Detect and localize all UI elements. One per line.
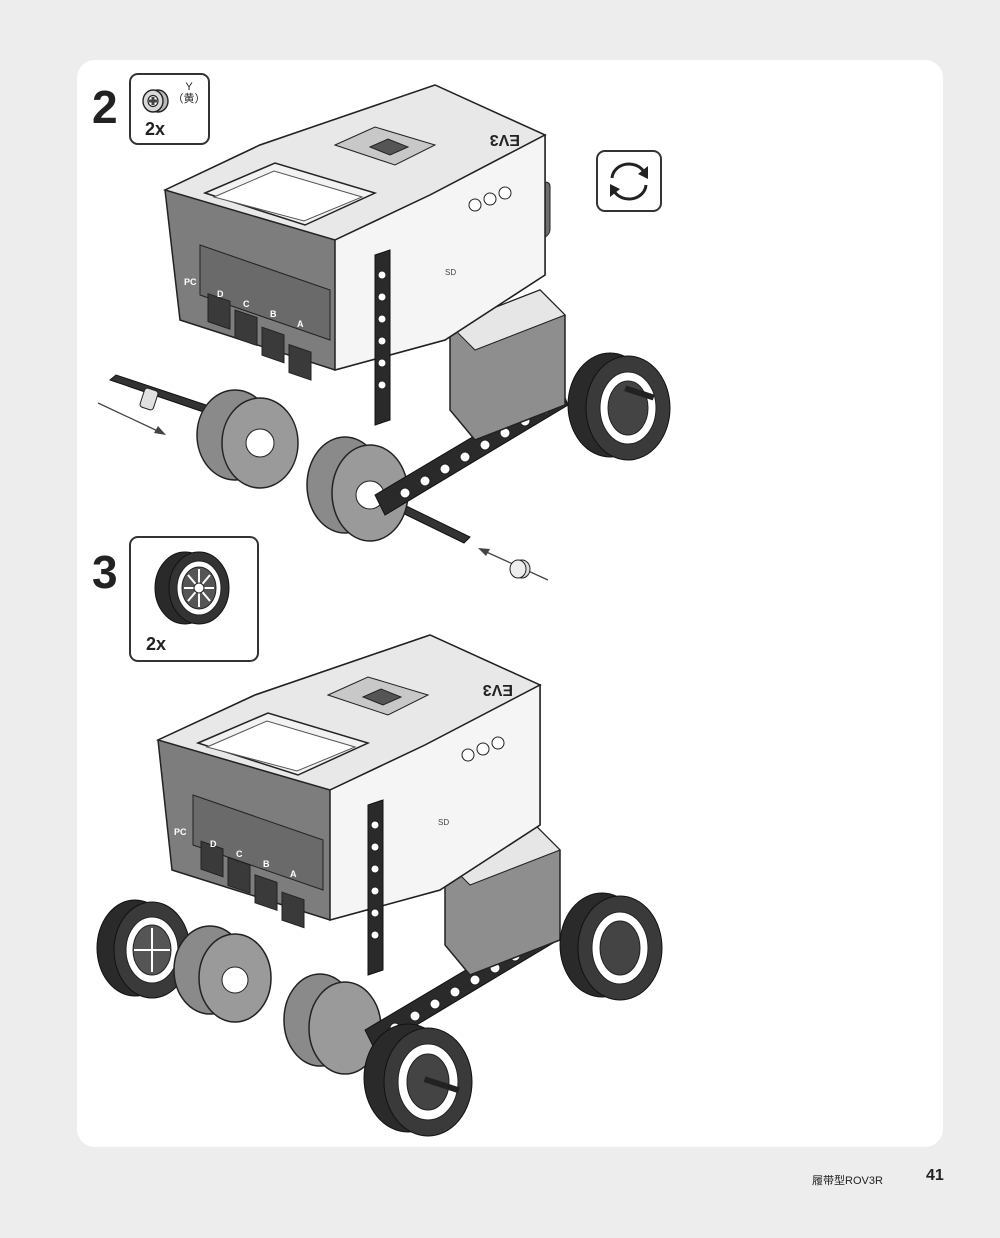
page-number: 41 (926, 1167, 944, 1184)
sd-label: SD (438, 818, 449, 827)
book-title: 履带型ROV3R (812, 1175, 883, 1187)
wheel (567, 352, 671, 461)
part-quantity: 2x (145, 119, 166, 139)
port-label-c: C (236, 849, 243, 859)
ev3-brick: PC D C B A EV3 SD (162, 84, 547, 426)
ev3-brick: PC D C B A EV3 SD (155, 634, 542, 976)
step-number: 2 (92, 81, 118, 133)
track-wheels (173, 925, 382, 1075)
part-quantity: 2x (146, 634, 167, 654)
wheel (363, 1023, 473, 1137)
step-2-model-illustration: PC D C B A EV3 SD (97, 84, 671, 581)
port-label-d: D (210, 839, 217, 849)
track-wheels (196, 389, 409, 542)
port-label-pc: PC (174, 827, 187, 837)
port-label-a: A (290, 869, 297, 879)
port-label-d: D (217, 289, 224, 299)
rotate-model-icon (610, 162, 648, 201)
color-code: Y （黄） (169, 81, 209, 105)
bush-part (509, 559, 531, 579)
ev3-logo: EV3 (490, 131, 520, 148)
port-label-c: C (243, 299, 250, 309)
step-3-model-illustration: PC D C B A EV3 SD (96, 634, 663, 1137)
wheel (559, 892, 663, 1001)
sd-label: SD (445, 268, 456, 277)
port-label-a: A (297, 319, 304, 329)
color-code-letter: Y (185, 81, 193, 93)
parts-callout: Y （黄） 2x (129, 73, 210, 145)
wheel (96, 899, 191, 999)
color-code-name: （黄） (172, 93, 206, 105)
port-label-b: B (270, 309, 277, 319)
step-number: 3 (92, 546, 118, 598)
port-label-pc: PC (184, 277, 197, 287)
wheel-icon (154, 551, 230, 625)
rotate-model-callout (596, 150, 662, 212)
bush-icon (142, 89, 169, 113)
parts-callout: 2x (129, 536, 259, 662)
ev3-logo: EV3 (483, 681, 513, 698)
port-label-b: B (263, 859, 270, 869)
